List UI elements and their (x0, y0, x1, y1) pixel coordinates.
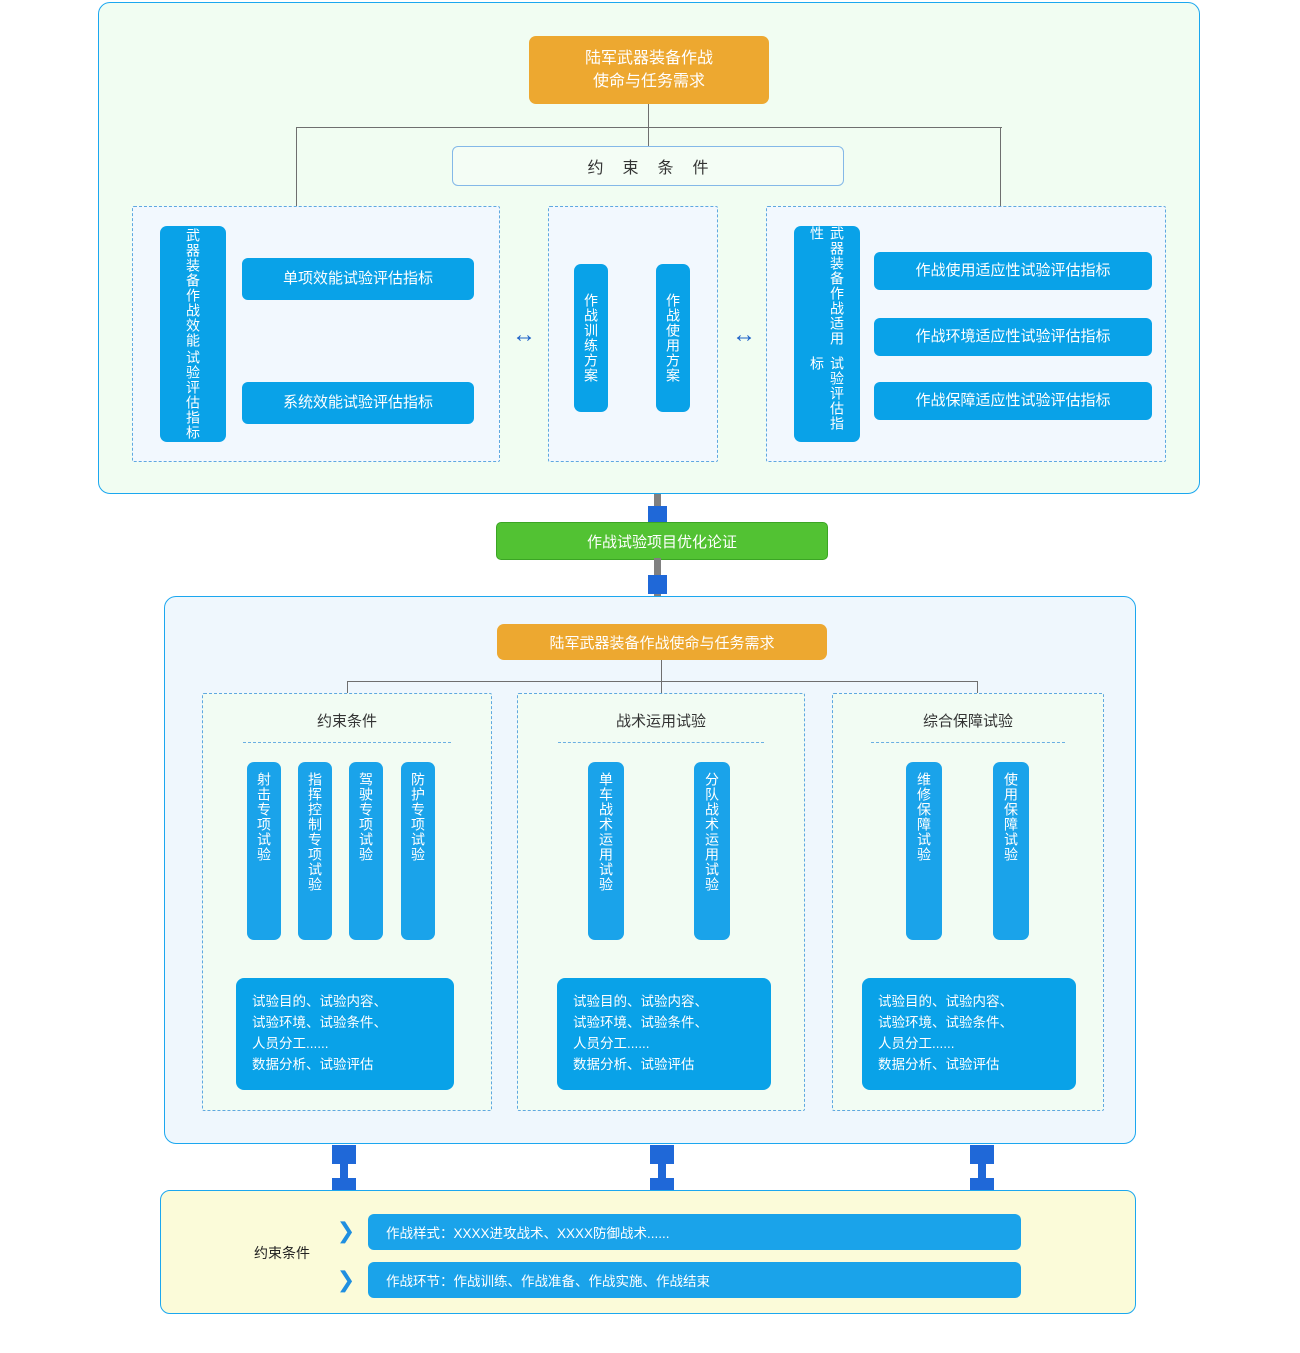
section-1-tag-2[interactable]: 指挥控制专项试验 (298, 762, 332, 940)
section-2-title: 战术运用试验 (615, 713, 706, 730)
mid-connector-knob-bottom (648, 575, 667, 594)
panel2-connector-right-branch (977, 681, 979, 694)
section-2-divider (558, 742, 764, 743)
section-2-note: 试验目的、试验内容、 试验环境、试验条件、 人员分工...... 数据分析、试验… (557, 978, 771, 1090)
constraint-row-1[interactable]: 作战样式：XXXX进攻战术、XXXX防御战术...... (368, 1214, 1021, 1250)
connector-line-vertical (648, 104, 650, 128)
adaptability-item-1[interactable]: 作战使用适应性试验评估指标 (874, 252, 1152, 290)
section-1-title: 约束条件 (316, 713, 377, 730)
section-3-divider (870, 742, 1066, 743)
connector-line-middle-branch (648, 127, 650, 147)
plan-item-1[interactable]: 作战训练方案 (574, 264, 608, 412)
dumbbell-bar (658, 1164, 666, 1178)
panel2-connector-vertical (661, 660, 663, 682)
connector-line-left-branch (296, 127, 298, 207)
section-1-tag-4[interactable]: 防护专项试验 (401, 762, 435, 940)
dumbbell-top (970, 1145, 994, 1164)
panel2-connector-middle-branch (661, 681, 663, 694)
section-2-tag-1[interactable]: 单车战术运用试验 (588, 762, 624, 940)
panel2-title-box: 陆军武器装备作战使命与任务需求 (497, 624, 827, 660)
mid-connector-knob-top (648, 506, 667, 525)
adaptability-vtag-col-left: 武器装备作战适用性 (809, 226, 845, 346)
panel1-title-box: 陆军武器装备作战 使命与任务需求 (529, 36, 769, 104)
chevron-right-icon: ❯ (336, 1267, 356, 1292)
section-3-title: 综合保障试验 (922, 713, 1013, 730)
section-2-tag-2[interactable]: 分队战术运用试验 (694, 762, 730, 940)
panel3-label: 约束条件 (254, 1245, 310, 1261)
dumbbell-top (332, 1145, 356, 1164)
left-double-arrow-icon: ↔ (512, 321, 536, 348)
effectiveness-item-2[interactable]: 系统效能试验评估指标 (242, 382, 474, 424)
section-3-tag-2[interactable]: 使用保障试验 (993, 762, 1029, 940)
section-1-note: 试验目的、试验内容、 试验环境、试验条件、 人员分工...... 数据分析、试验… (236, 978, 454, 1090)
plan-item-2[interactable]: 作战使用方案 (656, 264, 690, 412)
effectiveness-vtag-col-left: 武器装备作战效能 (185, 228, 201, 348)
dumbbell-bar (978, 1164, 986, 1178)
dumbbell-bar (340, 1164, 348, 1178)
adaptability-vtag-col-right: 试验评估指标 (809, 356, 845, 432)
effectiveness-item-1[interactable]: 单项效能试验评估指标 (242, 258, 474, 300)
adaptability-vertical-tag: 试验评估指标 武器装备作战适用性 (794, 226, 860, 442)
adaptability-item-2[interactable]: 作战环境适应性试验评估指标 (874, 318, 1152, 356)
right-double-arrow-icon: ↔ (732, 321, 756, 348)
chevron-right-icon: ❯ (336, 1218, 356, 1243)
optimization-argument-box[interactable]: 作战试验项目优化论证 (496, 522, 828, 560)
panel2-connector-left-branch (347, 681, 349, 694)
effectiveness-vtag-col-right: 试验评估指标 (185, 350, 201, 440)
section-1-tag-3[interactable]: 驾驶专项试验 (349, 762, 383, 940)
effectiveness-vertical-tag: 试验评估指标 武器装备作战效能 (160, 226, 226, 442)
adaptability-item-3[interactable]: 作战保障适应性试验评估指标 (874, 382, 1152, 420)
constraint-conditions-box: 约束条件 (452, 146, 844, 186)
constraint-row-2[interactable]: 作战环节：作战训练、作战准备、作战实施、作战结束 (368, 1262, 1021, 1298)
dumbbell-top (650, 1145, 674, 1164)
section-3-note: 试验目的、试验内容、 试验环境、试验条件、 人员分工...... 数据分析、试验… (862, 978, 1076, 1090)
section-1-divider (243, 742, 451, 743)
connector-line-right-branch (1000, 127, 1002, 207)
section-3-tag-1[interactable]: 维修保障试验 (906, 762, 942, 940)
section-1-tag-1[interactable]: 射击专项试验 (247, 762, 281, 940)
